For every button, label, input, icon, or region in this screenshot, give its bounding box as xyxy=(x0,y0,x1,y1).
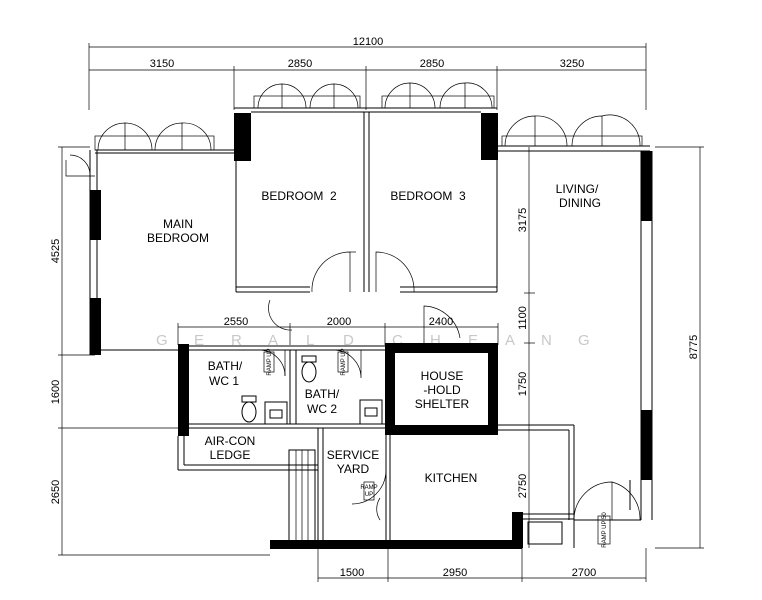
bath-wc-1-label: BATH/ xyxy=(208,359,243,373)
bath-fixtures xyxy=(241,351,611,545)
aircon-ledge-label: LEDGE xyxy=(210,448,251,462)
watermark-letter: G xyxy=(578,332,590,349)
dim-top-2: 2850 xyxy=(288,58,312,70)
ramp-label-service-yard: UP xyxy=(365,492,373,498)
household-shelter-label: SHELTER xyxy=(415,397,470,411)
watermark-letter: N xyxy=(541,332,552,349)
dim-left-2: 1600 xyxy=(50,380,62,404)
watermark-letter: R xyxy=(231,332,242,349)
main-bedroom-label: MAIN xyxy=(163,217,193,231)
service-yard-label: YARD xyxy=(337,462,370,476)
dim-total-top: 12100 xyxy=(353,36,384,48)
dim-mid-3: 2400 xyxy=(429,316,453,328)
bath-wc-2-label: BATH/ xyxy=(305,387,340,401)
bath-wc-1-label: WC 1 xyxy=(209,374,239,388)
ramp-label-entrance: RAMP UP 50 xyxy=(602,512,608,548)
bath-wc-2-label: WC 2 xyxy=(307,402,337,416)
household-shelter-label: HOUSE xyxy=(421,369,464,383)
aircon-ledge-label: AIR-CON xyxy=(205,434,256,448)
living-dining-label: LIVING/ xyxy=(556,182,599,196)
bedroom-2-label: BEDROOM 2 xyxy=(261,189,337,203)
watermark-letter: D xyxy=(343,332,354,349)
watermark-letter: A xyxy=(505,332,515,349)
watermark-letter: E xyxy=(468,332,478,349)
ramp-label-bath1: RAMP UP xyxy=(267,348,273,375)
watermark-letter: C xyxy=(392,332,403,349)
dim-mid-2: 2000 xyxy=(327,316,351,328)
living-dining-label: DINING xyxy=(559,196,601,210)
dim-bottom-3: 2700 xyxy=(572,567,596,579)
main-bedroom-label: BEDROOM xyxy=(147,231,209,245)
watermark-letter: E xyxy=(194,332,204,349)
dim-top-4: 3250 xyxy=(560,58,584,70)
watermark: G E R A L D C H E A N G xyxy=(156,332,590,349)
dim-left-3: 2650 xyxy=(50,480,62,504)
dim-top-1: 3150 xyxy=(150,58,174,70)
dim-right-inner-1: 3175 xyxy=(517,208,529,232)
watermark-letter: L xyxy=(306,332,314,349)
dim-right-inner-2: 1100 xyxy=(517,306,529,330)
kitchen-label: KITCHEN xyxy=(425,471,478,485)
watermark-letter: A xyxy=(268,332,278,349)
dim-bottom-2: 2950 xyxy=(443,567,467,579)
windows xyxy=(65,82,643,177)
dim-bottom-1: 1500 xyxy=(340,567,364,579)
dim-right-inner-4: 2750 xyxy=(517,474,529,498)
watermark-letter: G xyxy=(156,332,168,349)
bedroom-3-label: BEDROOM 3 xyxy=(390,189,466,203)
dim-right-inner-3: 1750 xyxy=(517,372,529,396)
dim-top-3: 2850 xyxy=(420,58,444,70)
household-shelter-label: -HOLD xyxy=(423,383,461,397)
dim-right-outer: 8775 xyxy=(688,335,700,359)
dim-left-1: 4525 xyxy=(50,239,62,263)
walls xyxy=(89,107,653,549)
dimension-lines xyxy=(58,43,704,582)
doors xyxy=(258,251,641,521)
service-yard-label: SERVICE xyxy=(327,448,379,462)
dim-mid-1: 2550 xyxy=(224,316,248,328)
ramp-label-bath2: RAMP UP xyxy=(341,348,347,375)
watermark-letter: H xyxy=(430,332,441,349)
ramp-label-service-yard: RAMP xyxy=(360,485,377,491)
